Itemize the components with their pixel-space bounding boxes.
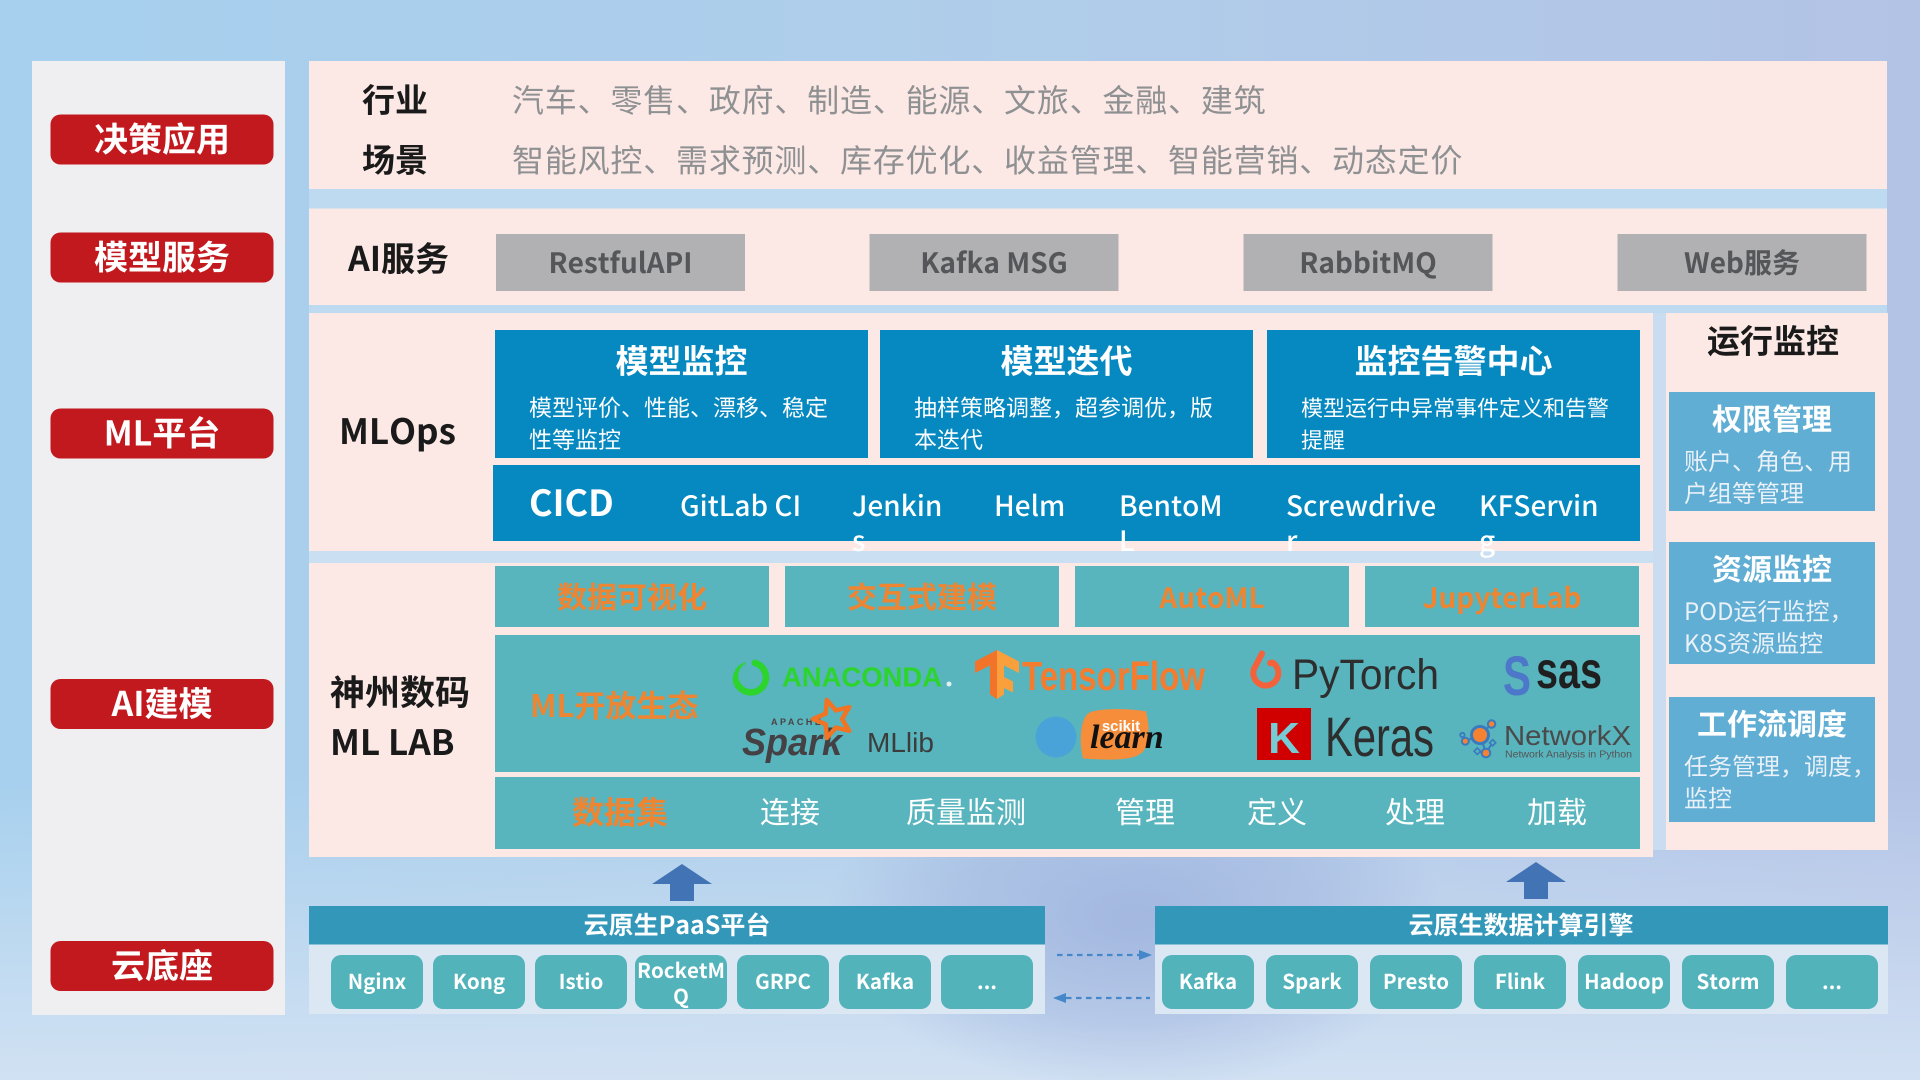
svg-text:APACHE: APACHE xyxy=(771,717,823,727)
svg-text:MLlib: MLlib xyxy=(867,727,934,758)
svg-text:PyTorch: PyTorch xyxy=(1292,651,1439,699)
svg-text:Spark: Spark xyxy=(742,722,844,764)
svg-text:TensorFlow: TensorFlow xyxy=(1022,653,1205,699)
svg-text:sas: sas xyxy=(1536,642,1602,700)
svg-text:Network Analysis in Python: Network Analysis in Python xyxy=(1505,750,1632,761)
svg-text:learn: learn xyxy=(1090,719,1164,756)
svg-text:scikit: scikit xyxy=(1102,718,1140,735)
svg-text:S: S xyxy=(1503,644,1531,707)
svg-text:ANACONDA: ANACONDA xyxy=(782,662,942,693)
svg-text:Keras: Keras xyxy=(1325,705,1434,768)
svg-text:NetworkX: NetworkX xyxy=(1504,720,1631,751)
svg-text:K: K xyxy=(1268,714,1300,763)
